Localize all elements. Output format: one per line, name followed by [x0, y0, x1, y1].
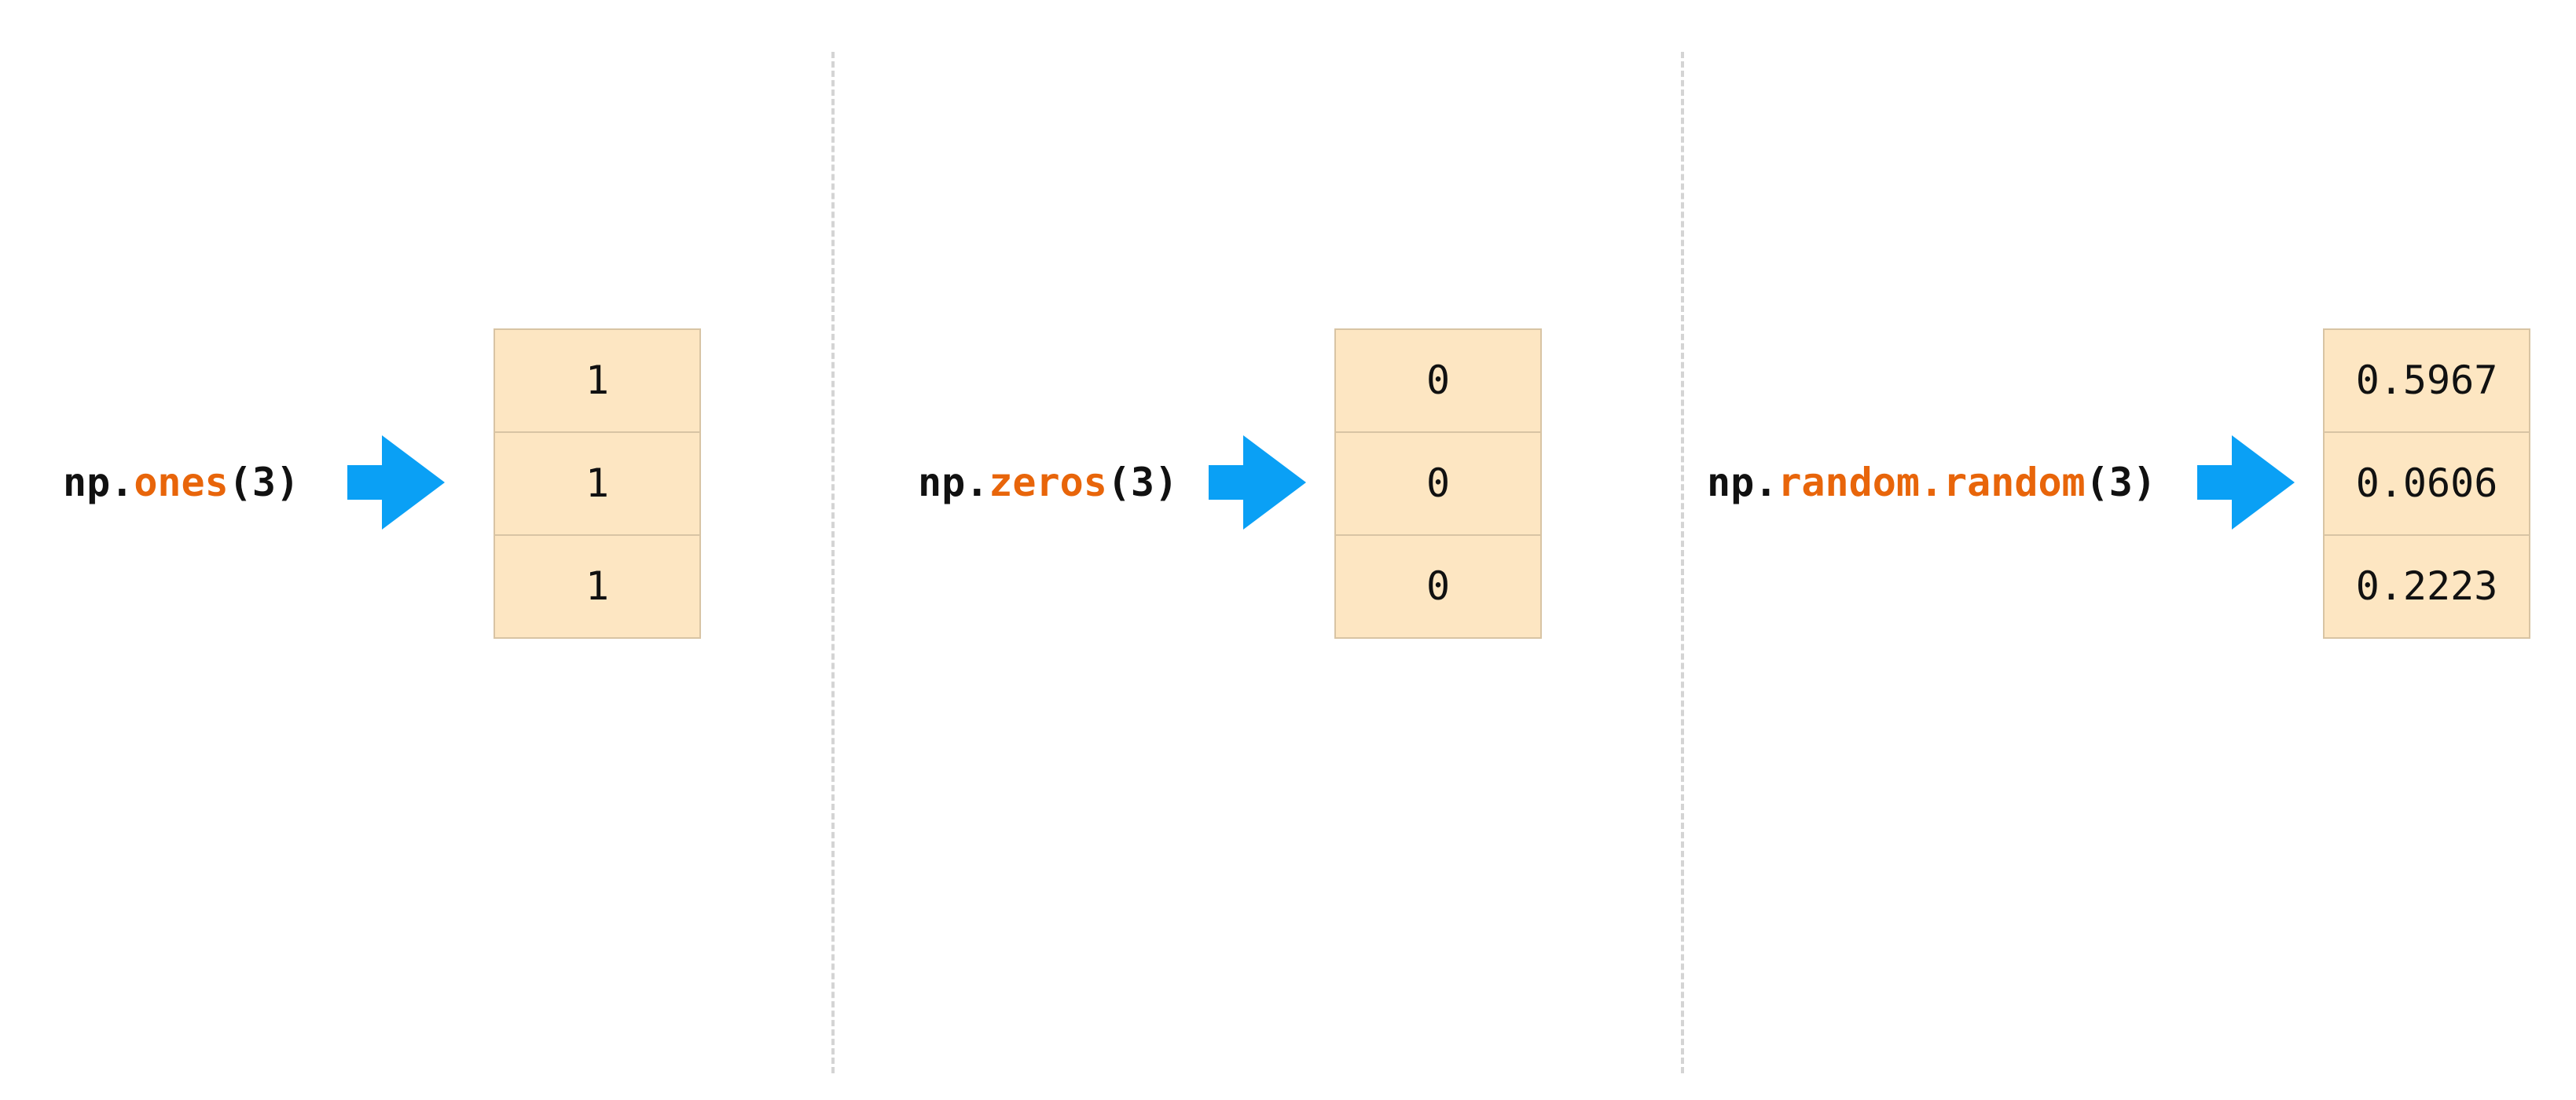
function-name: zeros: [989, 460, 1107, 505]
code-ones: np.ones(3): [63, 457, 299, 508]
array-zeros: 0 0 0: [1334, 328, 1542, 639]
array-cell: 1: [585, 563, 610, 609]
code-args: (3): [228, 460, 300, 505]
panel-divider-1: [831, 52, 835, 1073]
function-name: ones: [134, 460, 229, 505]
array-random: 0.5967 0.0606 0.2223: [2323, 328, 2530, 639]
function-name: random.random: [1778, 460, 2086, 505]
array-cell: 1: [495, 433, 699, 536]
panel-divider-2: [1681, 52, 1684, 1073]
code-args: (3): [2085, 460, 2156, 505]
code-prefix: np.: [918, 460, 989, 505]
array-ones: 1 1 1: [494, 328, 701, 639]
array-cell: 0: [1336, 330, 1540, 433]
array-cell: 0.5967: [2325, 330, 2529, 433]
array-cell: 0.0606: [2325, 433, 2529, 536]
array-cell: 0: [1426, 563, 1451, 609]
code-args: (3): [1106, 460, 1179, 505]
right-arrow-icon: [347, 435, 445, 530]
array-cell: 0.2223: [2355, 563, 2498, 609]
code-prefix: np.: [63, 460, 134, 505]
right-arrow-icon: [1209, 435, 1306, 530]
array-cell: 1: [495, 330, 699, 433]
code-prefix: np.: [1707, 460, 1778, 505]
code-zeros: np.zeros(3): [918, 457, 1178, 508]
array-cell: 0: [1336, 433, 1540, 536]
right-arrow-icon: [2197, 435, 2295, 530]
code-random: np.random.random(3): [1707, 457, 2156, 508]
